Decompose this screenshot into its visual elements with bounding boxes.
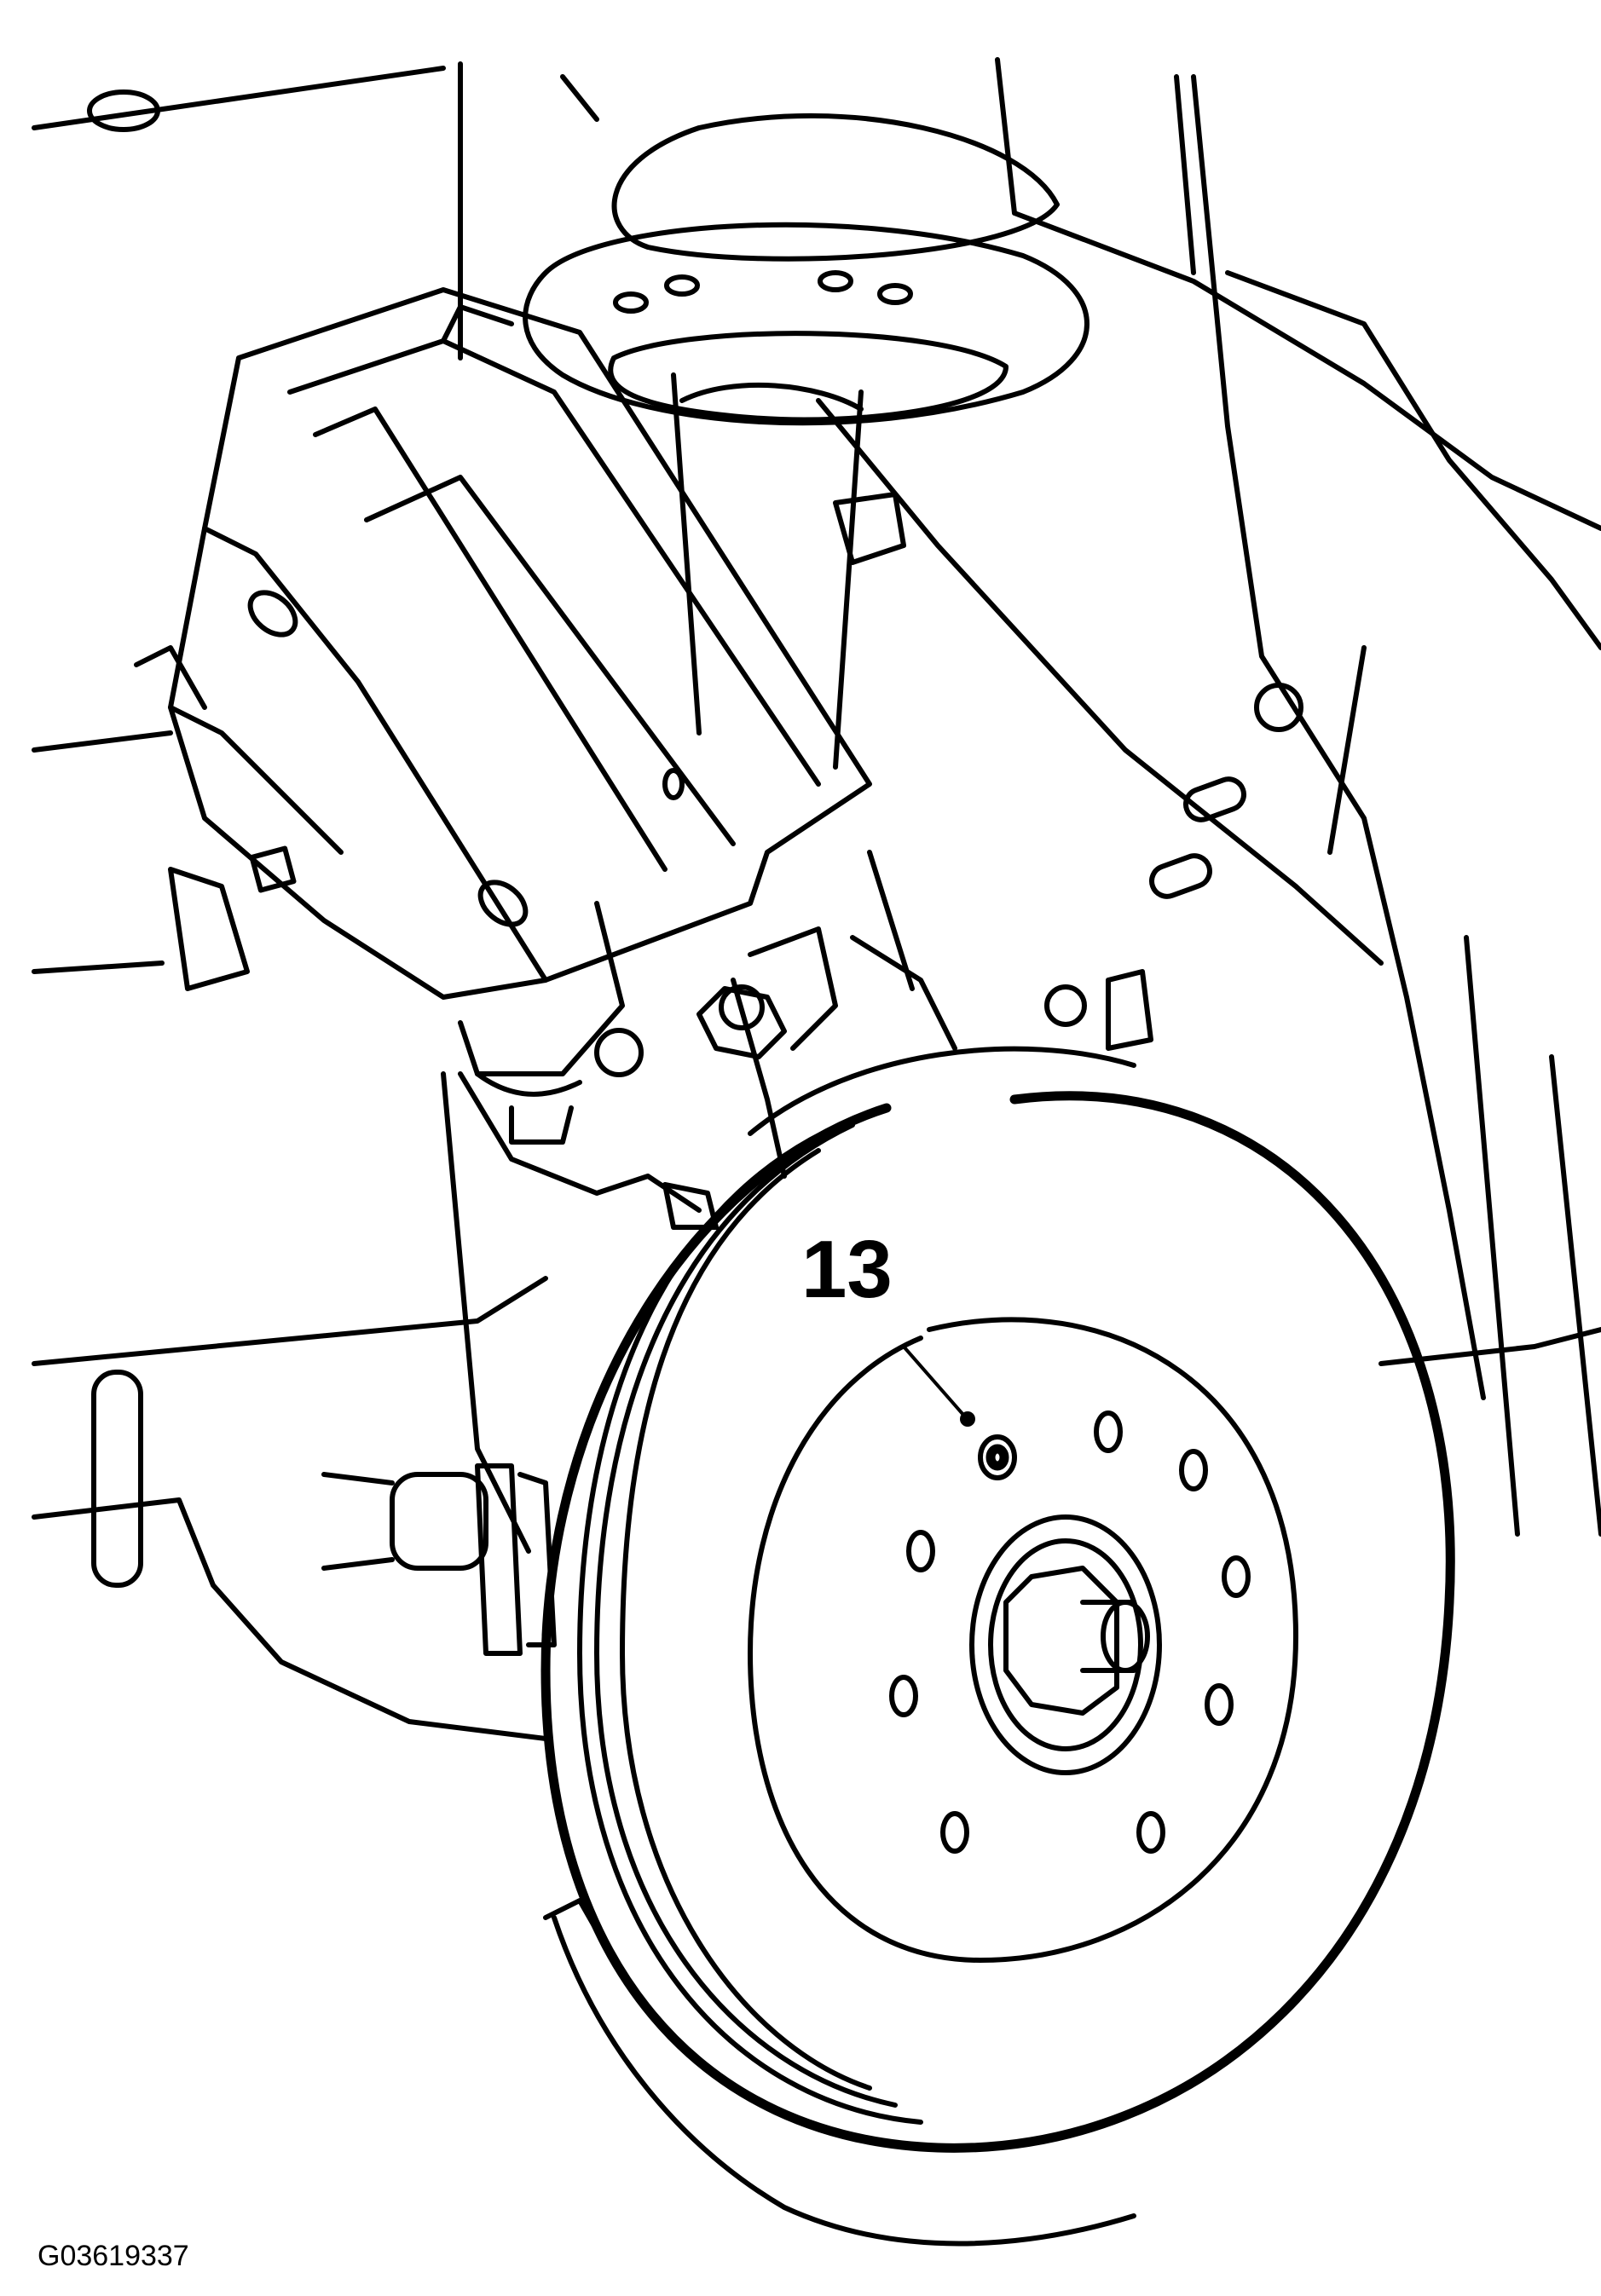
- steering-knuckle: [458, 850, 1153, 1230]
- callout-leader: [902, 1345, 975, 1427]
- brake-caliper: [134, 287, 872, 1076]
- rotor-hub: [748, 1317, 1298, 1963]
- vehicle-body-frame: [32, 57, 1601, 1741]
- callout-label: 13: [801, 1224, 893, 1315]
- wheel-speed-sensor: [321, 1463, 557, 1656]
- figure-id: G03619337: [38, 2240, 189, 2272]
- brake-rotor: [540, 1046, 1455, 2247]
- coil-spring-strut: [523, 74, 1089, 770]
